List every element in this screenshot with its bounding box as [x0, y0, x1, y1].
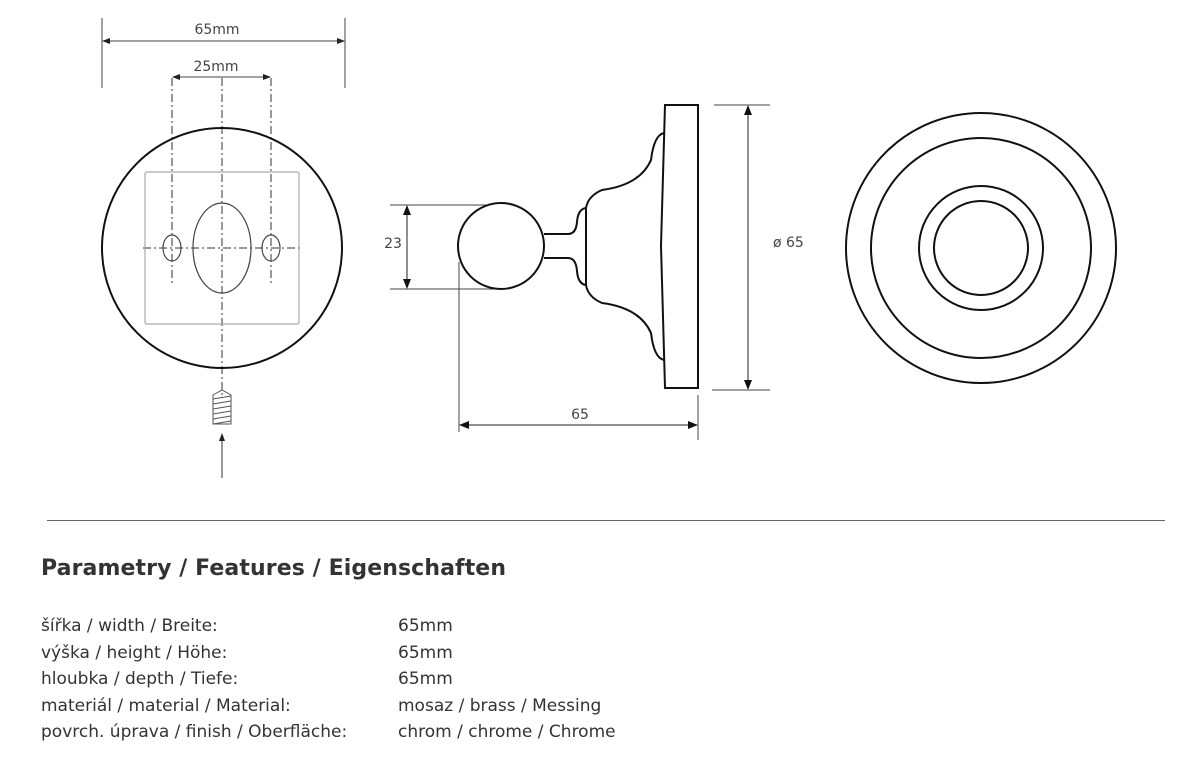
plate-diameter-label: ø 65	[773, 235, 804, 251]
spec-value: chrom / chrome / Chrome	[398, 722, 616, 742]
spec-label: výška / height / Höhe:	[41, 642, 228, 663]
width-dimension-label: 65mm	[194, 22, 239, 38]
spec-value: 65mm	[398, 669, 453, 689]
spec-value: 65mm	[398, 616, 453, 636]
spec-row-depth: hloubka / depth / Tiefe: 65mm	[41, 666, 616, 693]
spec-label: materiál / material / Material:	[41, 695, 291, 716]
spec-value: 65mm	[398, 642, 453, 663]
spec-row-height: výška / height / Höhe: 65mm	[41, 640, 616, 667]
spec-row-material: materiál / material / Material: mosaz / b…	[41, 693, 616, 720]
spec-value: mosaz / brass / Messing	[398, 695, 602, 716]
depth-label: 65	[571, 407, 589, 423]
spec-label: povrch. úprava / finish / Oberfläche:	[41, 722, 348, 742]
side-view: 23 65 ø 65	[384, 104, 804, 440]
top-view	[845, 112, 1117, 384]
spec-label: šířka / width / Breite:	[41, 616, 218, 636]
spec-row-width: šířka / width / Breite: 65mm	[41, 613, 616, 640]
ball-diameter-label: 23	[384, 236, 402, 252]
hook-ball	[457, 202, 545, 290]
mounting-plate	[144, 171, 300, 325]
base-plate-circle	[101, 127, 343, 369]
features-table: šířka / width / Breite: 65mm výška / heig…	[41, 613, 616, 746]
spec-label: hloubka / depth / Tiefe:	[41, 669, 239, 689]
technical-drawing: 65mm 25mm 23	[101, 18, 1117, 478]
hole-spacing-label: 25mm	[193, 59, 238, 75]
screw-icon	[212, 389, 232, 425]
center-lines	[143, 78, 300, 398]
divider	[47, 520, 1165, 521]
wall-plate	[659, 104, 699, 389]
front-view: 65mm 25mm	[101, 18, 346, 478]
features-heading: Parametry / Features / Eigenschaften	[41, 556, 507, 581]
spec-row-finish: povrch. úprava / finish / Oberfläche: chr…	[41, 719, 616, 746]
